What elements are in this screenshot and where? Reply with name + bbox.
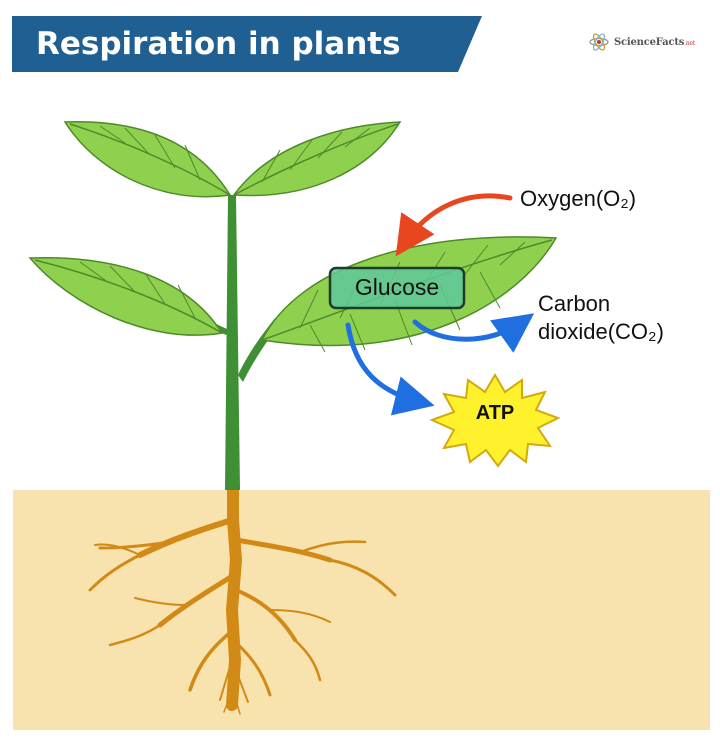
atom-icon	[589, 33, 609, 51]
soil	[13, 490, 710, 730]
banner-shape	[12, 16, 482, 72]
atp-starburst	[429, 373, 561, 468]
brand-logo: ScienceFacts.net	[588, 30, 695, 54]
oxygen-arrow	[395, 193, 513, 257]
leaf-top-right	[232, 121, 402, 197]
glucose-box	[328, 266, 466, 310]
stem	[196, 195, 280, 490]
leaf-middle-left	[28, 256, 224, 336]
glucose-label: Glucose	[354, 274, 440, 300]
title-banner: Respiration in plants	[0, 16, 500, 72]
atp-label: ATP	[475, 402, 515, 424]
brand-name: ScienceFacts.net	[614, 36, 696, 48]
roots	[88, 484, 397, 715]
carbon-dioxide-label-line2: dioxide(CO₂)	[538, 319, 664, 344]
atp-arrow	[345, 322, 435, 416]
page-title: Respiration in plants	[36, 26, 401, 62]
brand-suffix: .net	[684, 39, 696, 47]
leaf-top-left	[63, 121, 232, 198]
carbon-dioxide-label: Carbon dioxide(CO₂)	[538, 290, 664, 346]
carbon-dioxide-label-line1: Carbon	[538, 291, 611, 316]
oxygen-label: Oxygen(O₂)	[520, 186, 637, 211]
carbon-dioxide-arrow	[412, 313, 535, 353]
